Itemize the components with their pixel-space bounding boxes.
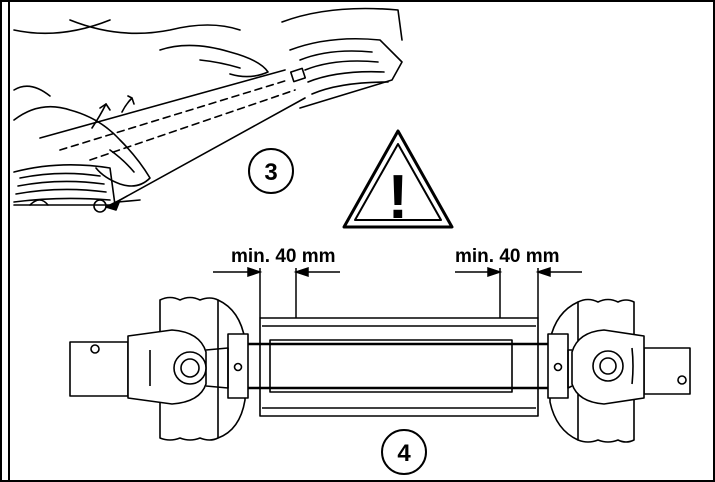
right-yoke-block xyxy=(643,347,691,395)
step-3-badge: 3 xyxy=(248,148,294,194)
step-3-number: 3 xyxy=(264,159,277,186)
left-bellows xyxy=(13,164,116,206)
step-3-illustration xyxy=(13,7,403,213)
hands xyxy=(13,19,269,187)
shaft-tube xyxy=(39,69,306,203)
slide-arrow xyxy=(105,199,121,211)
right-bellows xyxy=(281,7,403,109)
dimension-markers xyxy=(213,266,582,318)
step-4-number: 4 xyxy=(397,440,411,467)
dimension-label-left: min. 40 mm xyxy=(231,246,336,267)
warning-triangle-icon: ! xyxy=(342,129,454,232)
warning-exclamation: ! xyxy=(388,163,409,232)
step-4-badge: 4 xyxy=(381,429,427,475)
right-guard-cone xyxy=(577,298,635,443)
dimension-label-right: min. 40 mm xyxy=(455,246,560,267)
outer-tube xyxy=(259,317,539,417)
drive-shaft-drawing xyxy=(69,296,691,443)
inner-tube xyxy=(269,339,513,393)
